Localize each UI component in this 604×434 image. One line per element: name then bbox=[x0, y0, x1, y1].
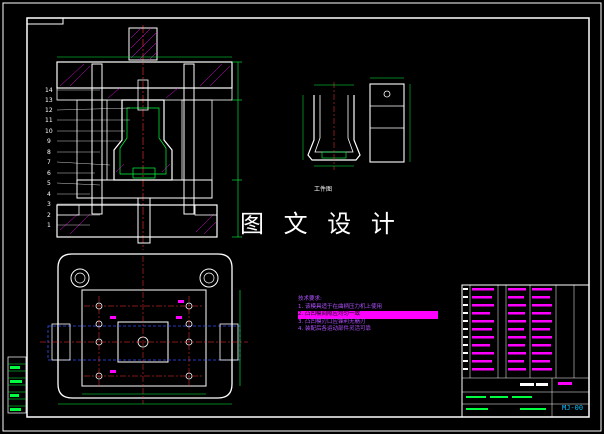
workpiece-caption: 工件图 bbox=[314, 186, 333, 193]
part-callouts: 14 13 12 11 10 9 8 7 6 5 4 3 2 1 bbox=[45, 87, 53, 229]
callout-number: 10 bbox=[45, 128, 53, 135]
callout-number: 5 bbox=[47, 180, 51, 187]
callout-number: 4 bbox=[47, 191, 51, 198]
watermark-text: 图 文 设 计 bbox=[240, 210, 401, 238]
callout-number: 8 bbox=[47, 149, 51, 156]
requirement-item: 4. 装配后各运动部件灵活可靠 bbox=[298, 326, 371, 332]
callout-number: 7 bbox=[47, 159, 51, 166]
section-view-assembly bbox=[56, 25, 242, 250]
requirement-item: 2. 凸凹模间隙应均匀一致 bbox=[298, 311, 438, 319]
workpiece-view bbox=[302, 77, 411, 170]
plan-view bbox=[40, 253, 248, 405]
callout-number: 9 bbox=[47, 138, 51, 145]
title-block bbox=[461, 284, 590, 418]
revision-strip bbox=[7, 356, 27, 414]
callout-number: 11 bbox=[45, 117, 53, 124]
callout-number: 13 bbox=[45, 97, 53, 104]
requirements-title: 技术要求: bbox=[298, 296, 322, 302]
callout-number: 3 bbox=[47, 201, 51, 208]
requirement-item: 3. 凸凹模刃口应锋利无崩刃 bbox=[298, 318, 366, 325]
technical-requirements: 技术要求: 1. 该模具适于在曲柄压力机上使用 2. 凸凹模间隙应均匀一致 3.… bbox=[298, 296, 438, 334]
requirement-item: 1. 该模具适于在曲柄压力机上使用 bbox=[298, 303, 382, 310]
drawing-number: MJ-00 bbox=[562, 404, 584, 412]
callout-number: 6 bbox=[47, 170, 51, 177]
callout-number: 1 bbox=[47, 222, 51, 229]
callout-number: 12 bbox=[45, 107, 53, 114]
callout-number: 14 bbox=[45, 87, 53, 94]
callout-number: 2 bbox=[47, 212, 51, 219]
